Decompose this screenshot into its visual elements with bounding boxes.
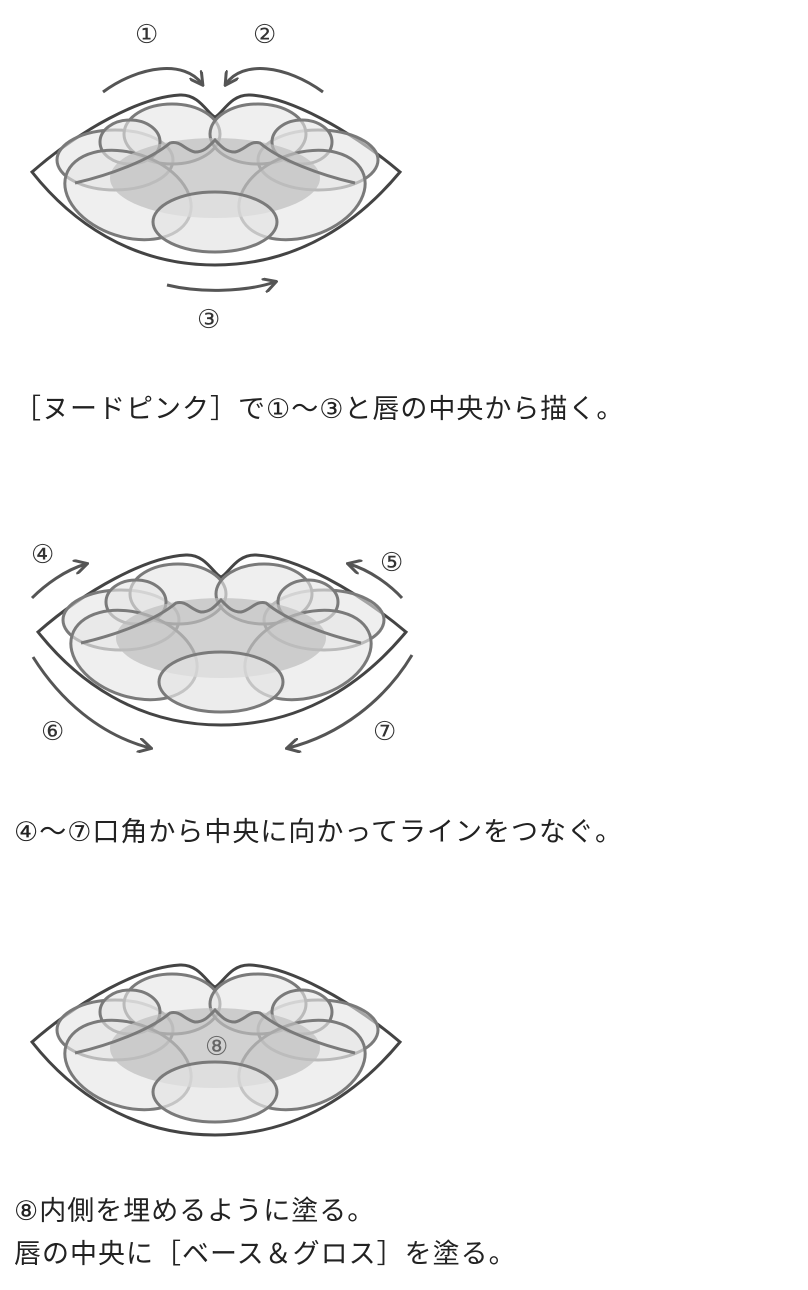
arrow-4	[30, 564, 86, 600]
step-label-2: ②	[253, 20, 276, 50]
step-label-5: ⑤	[380, 548, 403, 578]
caption-step-3-line-2: 唇の中央に［ベース＆グロス］を塗る。	[14, 1239, 517, 1270]
arrow-1	[102, 67, 202, 94]
step-label-6: ⑥	[41, 717, 64, 747]
arrow-6	[31, 656, 150, 748]
lips-diagram-2	[36, 553, 408, 727]
arrow-2	[226, 67, 324, 94]
caption-step-1: ［ヌードピンク］で①〜③と唇の中央から描く。	[14, 394, 625, 425]
step-label-4: ④	[31, 540, 54, 570]
arrow-7	[288, 654, 414, 748]
caption-step-3-line-1: ⑧内側を埋めるように塗る。	[14, 1196, 376, 1227]
arrows-diagram-1	[102, 67, 324, 291]
step-label-3: ③	[197, 305, 220, 335]
lips-diagram-1	[30, 93, 402, 267]
arrows-diagram-2	[30, 564, 414, 748]
step-label-7: ⑦	[373, 717, 396, 747]
arrow-5	[349, 564, 404, 600]
caption-step-2: ④〜⑦口角から中央に向かってラインをつなぐ。	[14, 817, 624, 848]
step-label-1: ①	[135, 20, 158, 50]
step-label-8: ⑧	[205, 1032, 228, 1062]
arrow-3	[166, 282, 275, 290]
